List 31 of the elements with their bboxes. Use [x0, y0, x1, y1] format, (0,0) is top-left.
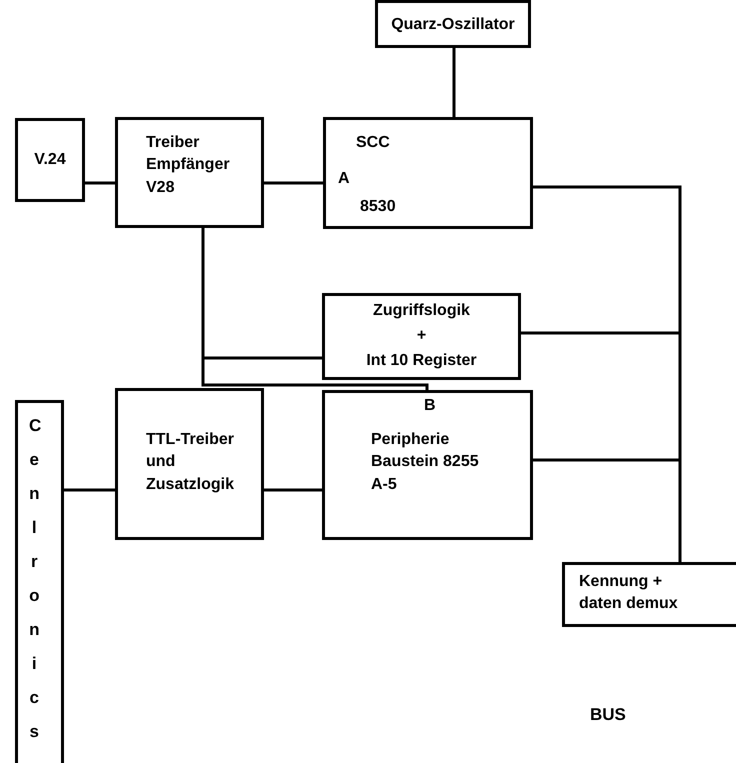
connector-box: [15, 400, 64, 763]
block-box: [322, 390, 533, 540]
bus-label: BUS: [590, 704, 626, 726]
node-label: A: [338, 169, 350, 189]
block-box: [562, 562, 736, 627]
connector-line: [452, 48, 456, 117]
connector-line: [64, 488, 115, 492]
block-box: [15, 118, 85, 202]
node-label: Kennung + daten demux: [579, 572, 679, 614]
node-label: Int 10 Register: [365, 351, 478, 371]
node-label: SCC: [356, 133, 390, 153]
block-box: [375, 0, 531, 48]
node-label: Treiber Empfänger V28: [146, 133, 231, 198]
node-label: V.24: [33, 150, 67, 170]
node-label: TTL-Treiber und Zusatzlogik: [146, 430, 236, 495]
node-label: B: [424, 396, 436, 416]
node-label: Zugriffslogik: [372, 301, 471, 321]
node-label: Peripherie Baustein 8255 A-5: [371, 430, 480, 495]
block-box: [323, 117, 533, 229]
node-label: Cenlronics: [29, 415, 40, 743]
connector-line: [264, 182, 323, 184]
node-label: +: [416, 326, 428, 346]
node-label: 8530: [360, 197, 396, 217]
block-box: [115, 117, 264, 228]
connector-line: [533, 458, 682, 562]
block-box: [322, 293, 521, 380]
connector-line: [85, 182, 115, 184]
node-label: Quarz-Oszillator: [390, 15, 516, 35]
connector-line: [264, 488, 322, 492]
connector-line: [202, 228, 428, 390]
block-box: [115, 388, 264, 540]
